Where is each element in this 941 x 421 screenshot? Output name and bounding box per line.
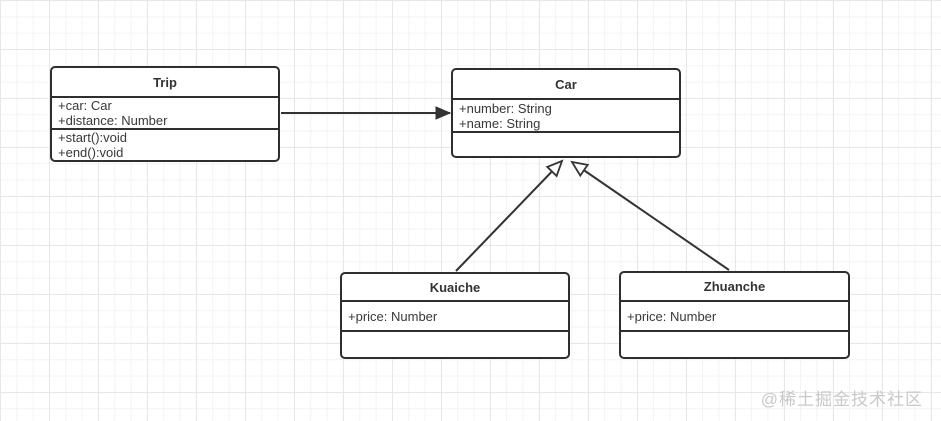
attribute-row: +car: Car: [58, 98, 112, 113]
class-box-kuaiche[interactable]: Kuaiche +price: Number: [340, 272, 570, 359]
attribute-row: +number: String: [459, 100, 552, 116]
attribute-row: +price: Number: [627, 308, 717, 324]
inheritance-arrow-kuaiche-car[interactable]: [455, 161, 562, 272]
class-methods-section: +start():void +end():void: [52, 130, 278, 160]
class-methods-section: [453, 133, 679, 156]
class-title: Car: [453, 70, 679, 100]
class-attributes-section: +car: Car +distance: Number: [52, 98, 278, 130]
class-box-zhuanche[interactable]: Zhuanche +price: Number: [619, 271, 850, 359]
class-box-trip[interactable]: Trip +car: Car +distance: Number +start(…: [50, 66, 280, 162]
attribute-row: +price: Number: [348, 308, 438, 324]
class-methods-section: [342, 332, 568, 357]
attribute-row: +name: String: [459, 115, 541, 131]
method-row: +start():void: [58, 130, 127, 145]
community-watermark: @稀土掘金技术社区: [760, 390, 923, 409]
class-title: Kuaiche: [342, 274, 568, 302]
class-title: Trip: [52, 68, 278, 98]
class-methods-section: [621, 332, 848, 357]
class-attributes-section: +price: Number: [342, 302, 568, 332]
class-attributes-section: +number: String +name: String: [453, 100, 679, 133]
method-row: +end():void: [58, 145, 124, 160]
attribute-row: +distance: Number: [58, 113, 168, 128]
class-box-car[interactable]: Car +number: String +name: String: [451, 68, 681, 158]
class-title: Zhuanche: [621, 273, 848, 302]
inheritance-arrow-zhuanche-car[interactable]: [572, 162, 730, 271]
class-attributes-section: +price: Number: [621, 302, 848, 332]
